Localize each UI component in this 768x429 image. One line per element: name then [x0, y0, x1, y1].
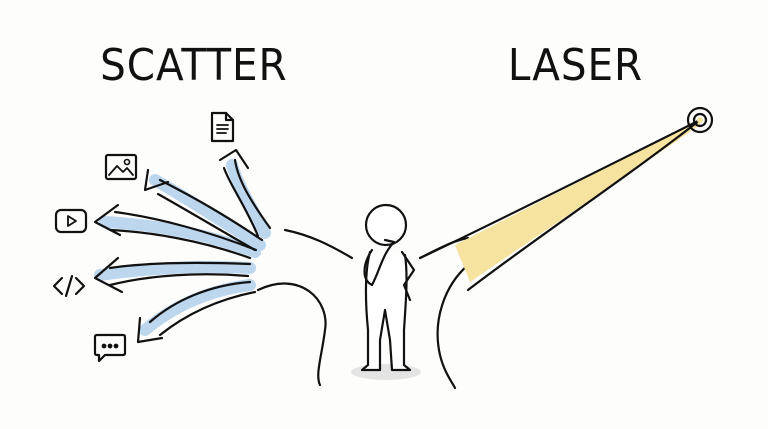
- document-icon: [210, 111, 235, 143]
- laser-title: LASER: [507, 40, 644, 91]
- left-road-lower: [256, 282, 327, 387]
- laser-beam-lower: [466, 118, 702, 292]
- laser-beam-upper: [418, 118, 702, 260]
- scatter-title: SCATTER: [100, 40, 288, 91]
- thinking-person-figure: [351, 203, 421, 380]
- code-icon: [52, 274, 86, 298]
- image-icon: [104, 153, 138, 181]
- arrow-outlines: [93, 148, 272, 344]
- chat-bubble-icon: [93, 333, 127, 363]
- scatter-arrows: [94, 159, 271, 336]
- left-road-upper: [283, 228, 354, 260]
- target-icon: [686, 106, 714, 134]
- video-play-icon: [54, 208, 88, 234]
- right-road-lower: [436, 263, 470, 390]
- laser-beam-fill: [455, 120, 700, 282]
